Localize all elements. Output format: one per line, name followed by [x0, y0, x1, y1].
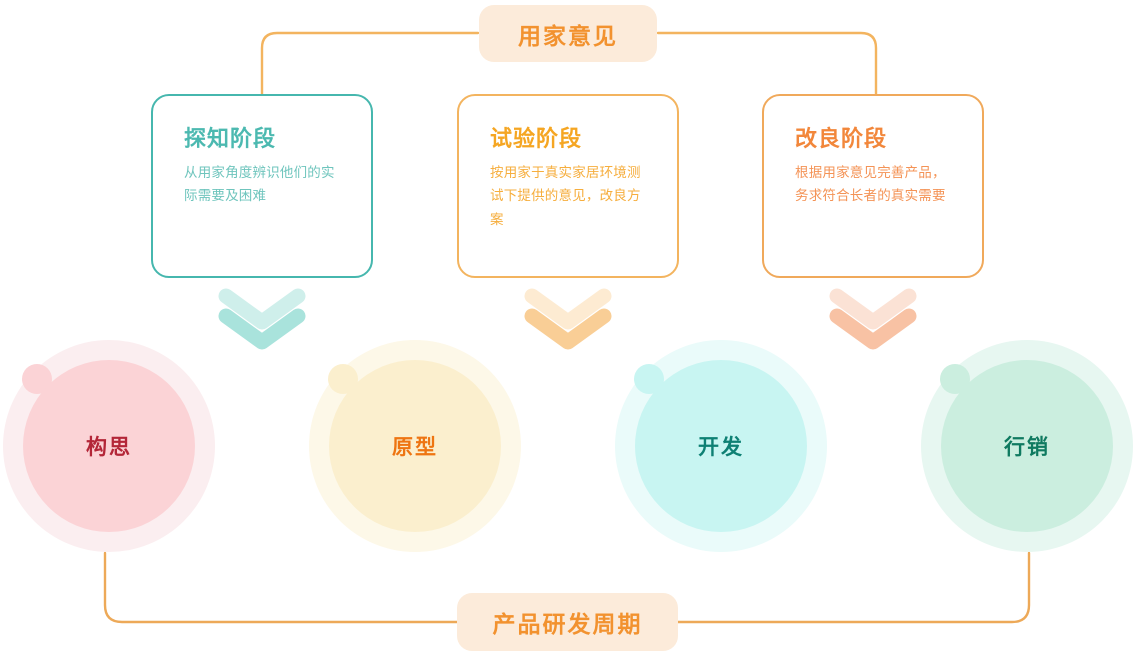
- stage-card-discovery[interactable]: 探知阶段 从用家角度辨识他们的实际需要及困难: [151, 94, 373, 278]
- circle-core: [635, 360, 807, 532]
- chevron-upper: [524, 288, 612, 330]
- double-chevron-down-icon: [829, 288, 917, 350]
- circle-core: [941, 360, 1113, 532]
- stage-card-title: 试验阶段: [490, 127, 583, 152]
- label-pill-top-text: 用家意见: [518, 23, 618, 50]
- label-pill-user-feedback: 用家意见: [479, 5, 657, 62]
- chevron-upper: [829, 288, 917, 330]
- stage-card-title: 改良阶段: [795, 127, 888, 152]
- phase-circle-marketing[interactable]: 行销: [921, 340, 1133, 552]
- phase-circle-label: 原型: [392, 435, 438, 459]
- connector-top-right: [656, 31, 878, 98]
- double-chevron-down-icon: [524, 288, 612, 350]
- stage-card-testing[interactable]: 试验阶段 按用家于真实家居环境测试下提供的意见，改良方案: [457, 94, 679, 278]
- stage-card-title: 探知阶段: [184, 127, 277, 152]
- double-chevron-down-icon: [218, 288, 306, 350]
- connector-bottom-right: [676, 551, 1031, 624]
- connector-top-left: [260, 31, 480, 98]
- label-pill-bottom-text: 产品研发周期: [492, 612, 643, 638]
- chevron-lower: [524, 308, 612, 350]
- phase-circle-development[interactable]: 开发: [615, 340, 827, 552]
- stage-card-body: 从用家角度辨识他们的实际需要及困难: [184, 165, 335, 205]
- stage-card-body: 根据用家意见完善产品，务求符合长者的真实需要: [795, 165, 946, 205]
- circle-core: [23, 360, 195, 532]
- chevron-lower: [829, 308, 917, 350]
- stage-card-body: 按用家于真实家居环境测试下提供的意见，改良方案: [490, 165, 641, 228]
- label-pill-product-cycle: 产品研发周期: [457, 593, 678, 651]
- phase-circle-label: 开发: [698, 435, 744, 459]
- circle-core: [329, 360, 501, 532]
- phase-circle-label: 行销: [1004, 435, 1050, 459]
- stage-card-refinement[interactable]: 改良阶段 根据用家意见完善产品，务求符合长者的真实需要: [762, 94, 984, 278]
- chevron-upper: [218, 288, 306, 330]
- phase-circle-ideation[interactable]: 构思: [3, 340, 215, 552]
- connector-bottom-left: [103, 551, 460, 624]
- chevron-lower: [218, 308, 306, 350]
- phase-circle-label: 构思: [86, 435, 132, 459]
- phase-circle-prototype[interactable]: 原型: [309, 340, 521, 552]
